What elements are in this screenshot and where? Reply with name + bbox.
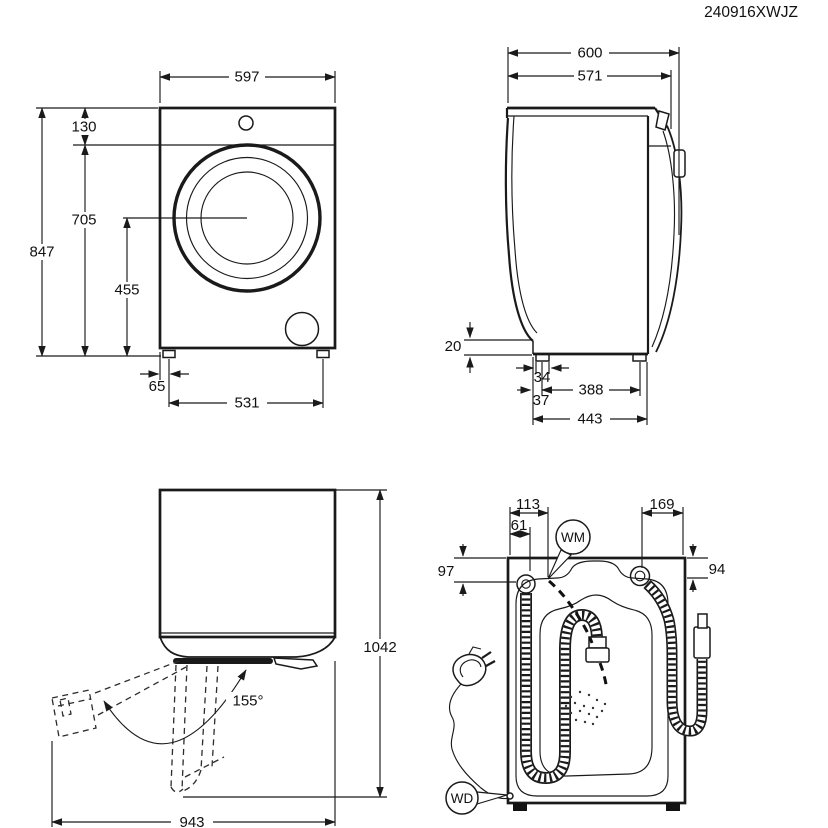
rear-right-foot: [666, 803, 680, 811]
inlet-hose-corrugated: [643, 579, 711, 737]
svg-text:571: 571: [577, 68, 602, 85]
cord-anchor-dot: [506, 792, 514, 800]
wm-drain-route-dashed: [548, 579, 609, 726]
svg-text:531: 531: [234, 395, 259, 412]
svg-text:943: 943: [179, 814, 204, 828]
dim-rear-left-drop: 97: [438, 544, 516, 596]
dim-side-foot-front-offset: 37: [517, 357, 549, 425]
dim-side-total-depth: 600: [507, 45, 680, 235]
front-profile: [504, 117, 534, 342]
water-spray-dots: [564, 690, 607, 726]
drain-filter-cap: [284, 311, 320, 347]
dim-front-foot-offset: 65: [140, 352, 189, 407]
dim-rear-wm-offset: 113: [509, 496, 549, 577]
svg-text:97: 97: [438, 563, 455, 580]
document-code: 240916XWJZ: [704, 4, 798, 21]
tap-connector-tab: [697, 613, 708, 629]
svg-text:37: 37: [533, 392, 550, 409]
svg-text:597: 597: [234, 69, 259, 86]
svg-text:113: 113: [516, 496, 540, 513]
power-plug: [452, 653, 487, 687]
plug-prong: [481, 651, 492, 659]
dim-rear-drain-offset: 61: [509, 517, 531, 571]
rear-inner-outline: [515, 560, 669, 797]
svg-text:155°: 155°: [232, 693, 263, 710]
dim-side-base-depth: 443: [532, 362, 648, 428]
svg-text:388: 388: [578, 382, 603, 399]
front-view: 597 847 130 705 455: [26, 69, 337, 412]
program-knob: [238, 115, 254, 131]
dim-open-height: 1042: [183, 489, 403, 798]
dim-open-depth: 943: [51, 661, 336, 828]
svg-text:61: 61: [511, 517, 528, 534]
dim-side-base-recess: 20: [445, 322, 532, 373]
svg-text:443: 443: [577, 411, 602, 428]
svg-text:847: 847: [29, 244, 54, 261]
dim-front-height: 847: [26, 107, 161, 357]
power-cord-and-plug: [448, 646, 510, 800]
dim-front-width: 597: [159, 69, 336, 103]
rear-panel: [506, 556, 687, 805]
svg-text:94: 94: [709, 561, 726, 578]
dim-rear-inlet-offset: 169: [641, 496, 684, 568]
svg-text:20: 20: [445, 338, 462, 355]
dim-side-foot-span: 388: [541, 362, 641, 399]
svg-text:705: 705: [71, 212, 96, 229]
svg-text:65: 65: [149, 378, 166, 395]
svg-text:600: 600: [577, 45, 602, 62]
drain-hose-end-fitting: [585, 647, 610, 663]
svg-text:1042: 1042: [363, 639, 396, 656]
left-foot: [162, 349, 176, 359]
plug-prong: [485, 660, 496, 667]
side-machine-outline: [504, 106, 686, 362]
side-view: 600 571 20 34 388: [445, 45, 686, 428]
open-machine-outline: [158, 488, 337, 670]
drain-hose-corrugated: [520, 593, 610, 785]
wm-balloon: WM: [547, 519, 591, 580]
svg-text:WD: WD: [451, 791, 474, 806]
svg-text:455: 455: [114, 282, 139, 299]
front-machine-outline: [123, 106, 337, 359]
wd-balloon: WD: [445, 781, 514, 815]
front-foot: [535, 353, 550, 362]
open-door-edge: [173, 658, 273, 664]
tap-connector: [693, 626, 711, 659]
rear-foot: [632, 353, 647, 362]
dim-front-top-gap: 130: [68, 107, 160, 146]
svg-text:130: 130: [71, 119, 96, 136]
svg-text:169: 169: [649, 496, 674, 513]
dim-rear-right-drop: 94: [687, 544, 725, 592]
lid-latch: [655, 110, 670, 131]
door-open-view: 155° 1042 943: [51, 488, 403, 828]
dim-front-drum-center: 455: [110, 217, 144, 357]
rear-left-foot: [513, 803, 527, 811]
right-foot: [316, 349, 330, 359]
svg-text:WM: WM: [561, 530, 585, 545]
dim-open-angle: 155°: [103, 669, 270, 745]
inlet-elbow-port: [629, 565, 651, 587]
rear-view: WM WD 113 61 169: [438, 496, 725, 815]
dim-front-door-height: 705: [67, 144, 102, 357]
door-handle: [272, 657, 319, 670]
tub-outline: [539, 594, 653, 777]
dim-side-body-depth: 571: [507, 68, 672, 129]
dim-front-foot-span: 531: [168, 359, 324, 412]
door-swing-dashed-outlines: [51, 660, 225, 793]
